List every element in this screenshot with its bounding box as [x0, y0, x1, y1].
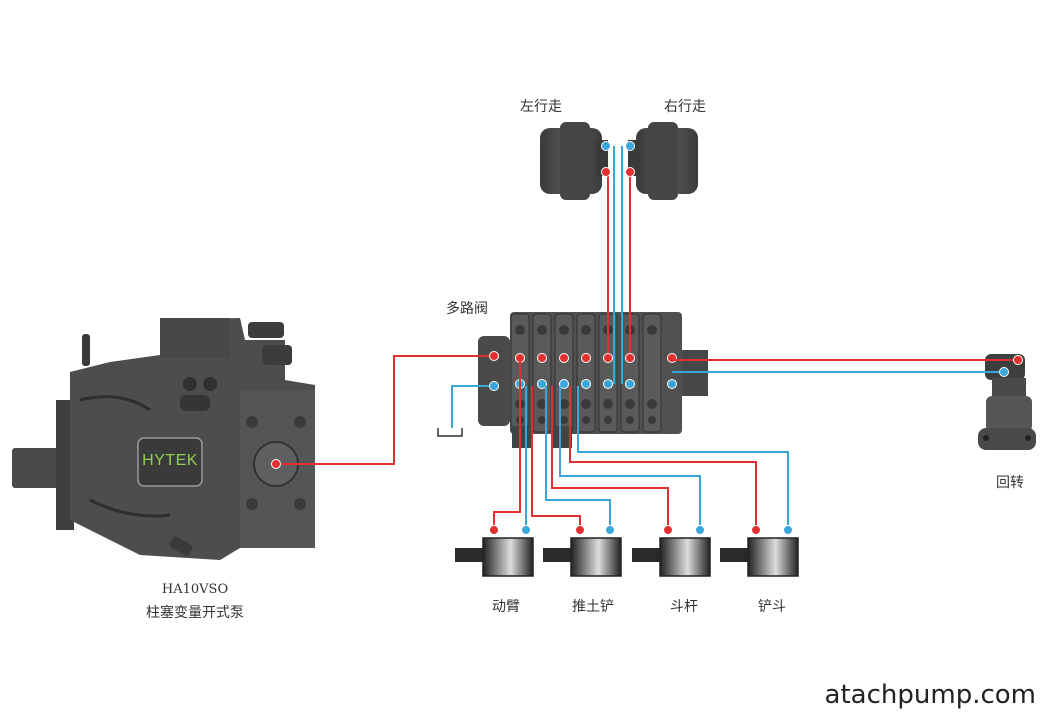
valve-work-port-a [537, 353, 547, 363]
return-line [545, 386, 611, 530]
valve-work-port-a [667, 353, 677, 363]
cylinder-port [695, 525, 705, 535]
swing-motor [978, 354, 1036, 450]
swing-port [1013, 355, 1023, 365]
pressure-line [569, 386, 757, 530]
valve-work-port-a [603, 353, 613, 363]
valve-return-port [489, 381, 499, 391]
travel-port [625, 167, 635, 177]
hydraulic-cylinder [543, 537, 622, 577]
cylinder-port [751, 525, 761, 535]
valve-label: 多路阀 [446, 301, 488, 317]
pressure-line [493, 360, 521, 530]
pressure-line [551, 386, 669, 530]
swing-port [999, 367, 1009, 377]
valve-inlet-port [489, 351, 499, 361]
right-travel-motor [628, 122, 698, 200]
website-watermark: atachpump.com [824, 680, 1036, 710]
travel-port [601, 167, 611, 177]
valve-work-port-b [625, 379, 635, 389]
valve-work-port-b [559, 379, 569, 389]
return-line [577, 386, 789, 530]
hydraulic-cylinder [632, 537, 711, 577]
pressure-line [531, 386, 581, 530]
cylinder-port [489, 525, 499, 535]
travel-port [625, 141, 635, 151]
valve-work-port-b [537, 379, 547, 389]
cylinder-port [575, 525, 585, 535]
tank-symbol [437, 428, 463, 437]
pressure-line [276, 355, 494, 465]
valve-work-port-a [581, 353, 591, 363]
cylinder-port [521, 525, 531, 535]
valve-work-port-a [625, 353, 635, 363]
brand-logo-text: HYTEK [142, 452, 198, 469]
cylinder-port [783, 525, 793, 535]
return-line [559, 386, 701, 530]
hydraulic-cylinder [455, 537, 534, 577]
hydraulic-cylinder [720, 537, 799, 577]
boom-label: 动臂 [492, 599, 520, 615]
pump-name-label: 柱塞变量开式泵 [146, 605, 244, 621]
return-line [451, 385, 494, 428]
dozer-label: 推土铲 [572, 599, 614, 615]
valve-work-port-b [667, 379, 677, 389]
swing-label: 回转 [996, 475, 1024, 491]
bucket-label: 铲斗 [758, 599, 786, 615]
brand-plate [137, 437, 203, 487]
pump-outlet-port [271, 459, 281, 469]
pump-model-label: HA10VSO [161, 582, 229, 597]
arm-label: 斗杆 [670, 599, 698, 615]
valve-work-port-b [581, 379, 591, 389]
valve-work-port-b [603, 379, 613, 389]
travel-port [601, 141, 611, 151]
right-travel-label: 右行走 [664, 99, 706, 115]
left-travel-motor [540, 122, 608, 200]
cylinder-port [605, 525, 615, 535]
cylinder-port [663, 525, 673, 535]
piston-pump [12, 318, 315, 560]
valve-work-port-a [559, 353, 569, 363]
left-travel-label: 左行走 [520, 99, 562, 115]
